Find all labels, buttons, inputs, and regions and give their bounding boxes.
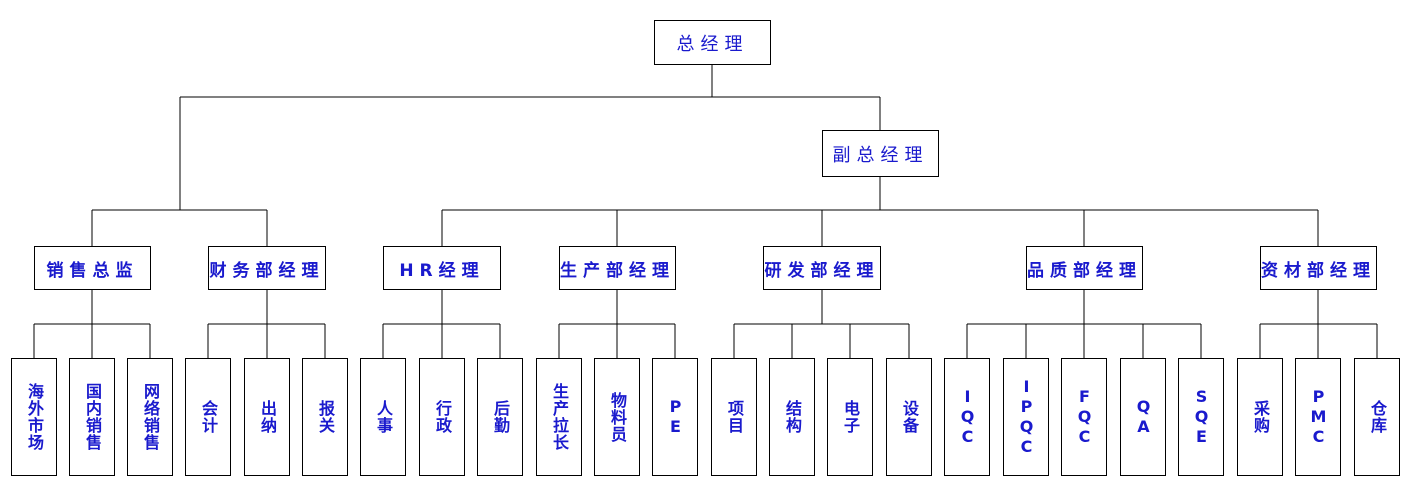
section-material-clerk: 物料员: [594, 358, 640, 476]
section-label: 项目: [725, 400, 744, 434]
section-personnel: 人事: [360, 358, 406, 476]
dept-production-box: 生产部经理: [559, 246, 676, 290]
dept-materials-label: 资材部经理: [1261, 260, 1376, 281]
section-label: 人事: [374, 400, 393, 434]
dept-rnd-label: 研发部经理: [764, 260, 880, 281]
section-label: 网络销售: [141, 383, 160, 451]
section-customs: 报关: [302, 358, 348, 476]
section-label: 出纳: [258, 400, 277, 434]
section-accounting: 会计: [185, 358, 231, 476]
section-purchasing: 采购: [1237, 358, 1283, 476]
dept-rnd-box: 研发部经理: [763, 246, 881, 290]
dept-quality-box: 品质部经理: [1026, 246, 1143, 290]
section-cashier: 出纳: [244, 358, 290, 476]
section-label: 仓库: [1368, 400, 1387, 434]
section-logistics: 后勤: [477, 358, 523, 476]
section-line-leader: 生产拉长: [536, 358, 582, 476]
section-sqe: SQE: [1178, 358, 1224, 476]
section-label: 设备: [900, 400, 919, 434]
section-label: 国内销售: [83, 383, 102, 451]
section-label: QA: [1134, 397, 1153, 437]
section-label: SQE: [1192, 387, 1211, 447]
section-ipqc: IPQC: [1003, 358, 1049, 476]
section-label: 会计: [199, 400, 218, 434]
section-label: 电子: [841, 400, 860, 434]
section-online-sales: 网络销售: [127, 358, 173, 476]
vp-label: 副总经理: [832, 144, 929, 166]
section-label: 生产拉长: [550, 383, 569, 451]
section-qa: QA: [1120, 358, 1166, 476]
section-label: 海外市场: [25, 383, 44, 451]
dept-quality-label: 品质部经理: [1027, 260, 1142, 281]
section-label: 结构: [783, 400, 802, 434]
section-overseas-market: 海外市场: [11, 358, 57, 476]
ceo-label: 总经理: [676, 33, 749, 55]
section-domestic-sales: 国内销售: [69, 358, 115, 476]
ceo-box: 总经理: [654, 20, 771, 65]
dept-finance-box: 财务部经理: [208, 246, 326, 290]
section-label: 物料员: [608, 391, 627, 443]
section-label: 行政: [433, 400, 452, 434]
dept-production-label: 生产部经理: [560, 260, 675, 281]
section-label: PMC: [1309, 387, 1328, 447]
vp-box: 副总经理: [822, 130, 939, 177]
section-label: IQC: [958, 387, 977, 447]
section-label: 采购: [1251, 400, 1270, 434]
section-label: 报关: [316, 400, 335, 434]
section-equipment: 设备: [886, 358, 932, 476]
dept-sales-label: 销售总监: [46, 260, 139, 281]
section-label: FQC: [1075, 387, 1094, 447]
section-fqc: FQC: [1061, 358, 1107, 476]
section-structure: 结构: [769, 358, 815, 476]
dept-hr-box: HR经理: [383, 246, 501, 290]
section-warehouse: 仓库: [1354, 358, 1400, 476]
section-pmc: PMC: [1295, 358, 1341, 476]
dept-materials-box: 资材部经理: [1260, 246, 1377, 290]
section-administration: 行政: [419, 358, 465, 476]
section-iqc: IQC: [944, 358, 990, 476]
section-project: 项目: [711, 358, 757, 476]
section-label: 后勤: [491, 400, 510, 434]
section-label: PE: [666, 397, 685, 437]
dept-finance-label: 财务部经理: [209, 260, 325, 281]
section-pe: PE: [652, 358, 698, 476]
dept-sales-box: 销售总监: [34, 246, 151, 290]
section-electronics: 电子: [827, 358, 873, 476]
section-label: IPQC: [1017, 377, 1036, 457]
dept-hr-label: HR经理: [399, 260, 485, 281]
